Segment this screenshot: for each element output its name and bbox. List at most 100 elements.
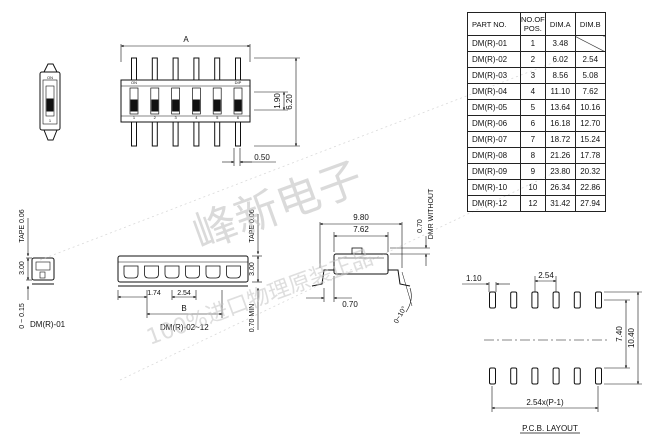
actuator-slot: [171, 87, 180, 115]
pcb-pad-bottom: [510, 367, 518, 385]
table-cell: 5: [520, 99, 546, 116]
position-number: 6: [237, 115, 240, 120]
header-part-no: PART NO.: [467, 12, 521, 36]
table-cell: 26.34: [544, 179, 576, 196]
table-cell: 11.10: [544, 83, 576, 100]
table-cell: 6.02: [544, 51, 576, 68]
single-part-label: DM(R)-01: [30, 320, 66, 329]
single-switch-top-view: ON 1: [39, 63, 61, 141]
actuator: [234, 99, 242, 112]
table-cell: [574, 35, 606, 52]
table-cell: 1: [520, 35, 546, 52]
position-number: 4: [195, 115, 198, 120]
pcb-pad-top: [573, 291, 581, 309]
watermark-brand: 峰新电子: [186, 152, 369, 260]
pcb-pad-bottom: [573, 367, 581, 385]
pcb-pad-top: [489, 291, 496, 309]
table-cell: 16.18: [544, 115, 576, 132]
position-number: 1: [133, 115, 136, 120]
table-cell: DM(R)-12: [467, 195, 521, 212]
table-cell: 9: [520, 163, 546, 180]
actuator-slot: [129, 87, 139, 115]
single-on-label: ON: [47, 75, 53, 80]
actuator-slot: [212, 87, 222, 115]
angle-label: 0~10°: [392, 305, 408, 325]
top-lead: [235, 57, 241, 81]
multi-height-label: 3.00: [249, 262, 256, 276]
table-cell: 12: [520, 195, 546, 212]
dim-a-label: A: [183, 35, 189, 44]
dim-110-label: 1.10: [466, 274, 482, 283]
single-tape-label: TAPE 0.06: [19, 209, 26, 242]
multi-side-view: [117, 214, 262, 330]
dim-b-label: B: [181, 304, 186, 313]
table-cell: DM(R)-03: [467, 67, 521, 84]
pcb-pad-bottom: [531, 367, 539, 385]
top-lead: [131, 57, 137, 81]
pcb-pad-top: [552, 291, 560, 309]
table-cell: 2.54: [574, 51, 606, 68]
top-lead: [172, 57, 179, 81]
single-number: 1: [49, 118, 52, 123]
table-cell: DM(R)-02: [467, 51, 521, 68]
side-actuator: [185, 265, 200, 279]
table-cell: DM(R)-07: [467, 131, 521, 148]
dim-1040-label: 10.40: [627, 327, 636, 348]
header-dim-b: DIM.B: [574, 12, 606, 36]
bottom-lead: [235, 121, 241, 147]
top-lead: [151, 57, 158, 81]
table-cell: 27.94: [574, 195, 606, 212]
actuator: [192, 99, 200, 112]
bottom-lead: [172, 121, 179, 147]
table-cell: 22.86: [574, 179, 606, 196]
dim-740-label: 7.40: [615, 326, 624, 342]
position-number: 3: [174, 115, 177, 120]
table-cell: 6: [520, 115, 546, 132]
actuator-slot: [150, 87, 160, 115]
table-cell: 7: [520, 131, 546, 148]
dim-070-top-label: 0.70: [417, 219, 424, 233]
table-cell: 2: [520, 51, 546, 68]
table-cell: 3: [520, 67, 546, 84]
pcb-pad-bottom: [552, 367, 560, 385]
dmr-without-label: DMR WITHOUT: [428, 188, 435, 239]
table-cell: 31.42: [544, 195, 576, 212]
table-cell: 15.24: [574, 131, 606, 148]
side-actuator: [123, 265, 139, 279]
profile-view: [306, 222, 430, 313]
dim-762-label: 7.62: [353, 225, 369, 234]
table-cell: 4: [520, 83, 546, 100]
table-cell: DM(R)-04: [467, 83, 521, 100]
pcb-pad-top: [595, 291, 602, 309]
table-cell: 5.08: [574, 67, 606, 84]
actuator-slot: [233, 87, 243, 115]
bottom-lead: [151, 121, 158, 147]
dim-254-side-label: 2.54: [177, 290, 191, 297]
table-cell: DM(R)-05: [467, 99, 521, 116]
table-cell: 23.80: [544, 163, 576, 180]
header-no-of-pos: NO.OF POS.: [520, 12, 546, 36]
dim-190-label: 1.90: [273, 93, 282, 109]
bottom-lead: [214, 121, 221, 147]
dim-070-bottom-label: 0.70: [342, 300, 358, 309]
table-cell: 10.16: [574, 99, 606, 116]
table-cell: 18.72: [544, 131, 576, 148]
dim-254-pcb-label: 2.54: [538, 271, 554, 280]
side-actuator: [226, 265, 241, 279]
table-cell: 10: [520, 179, 546, 196]
table-cell: DM(R)-01: [467, 35, 521, 52]
multi-tape-label: TAPE 0.06: [249, 209, 256, 242]
single-range-label: 0 ~ 0.15: [19, 303, 26, 329]
table-cell: DM(R)-06: [467, 115, 521, 132]
multi-switch-top-view: [120, 44, 300, 166]
top-lead: [214, 57, 221, 81]
